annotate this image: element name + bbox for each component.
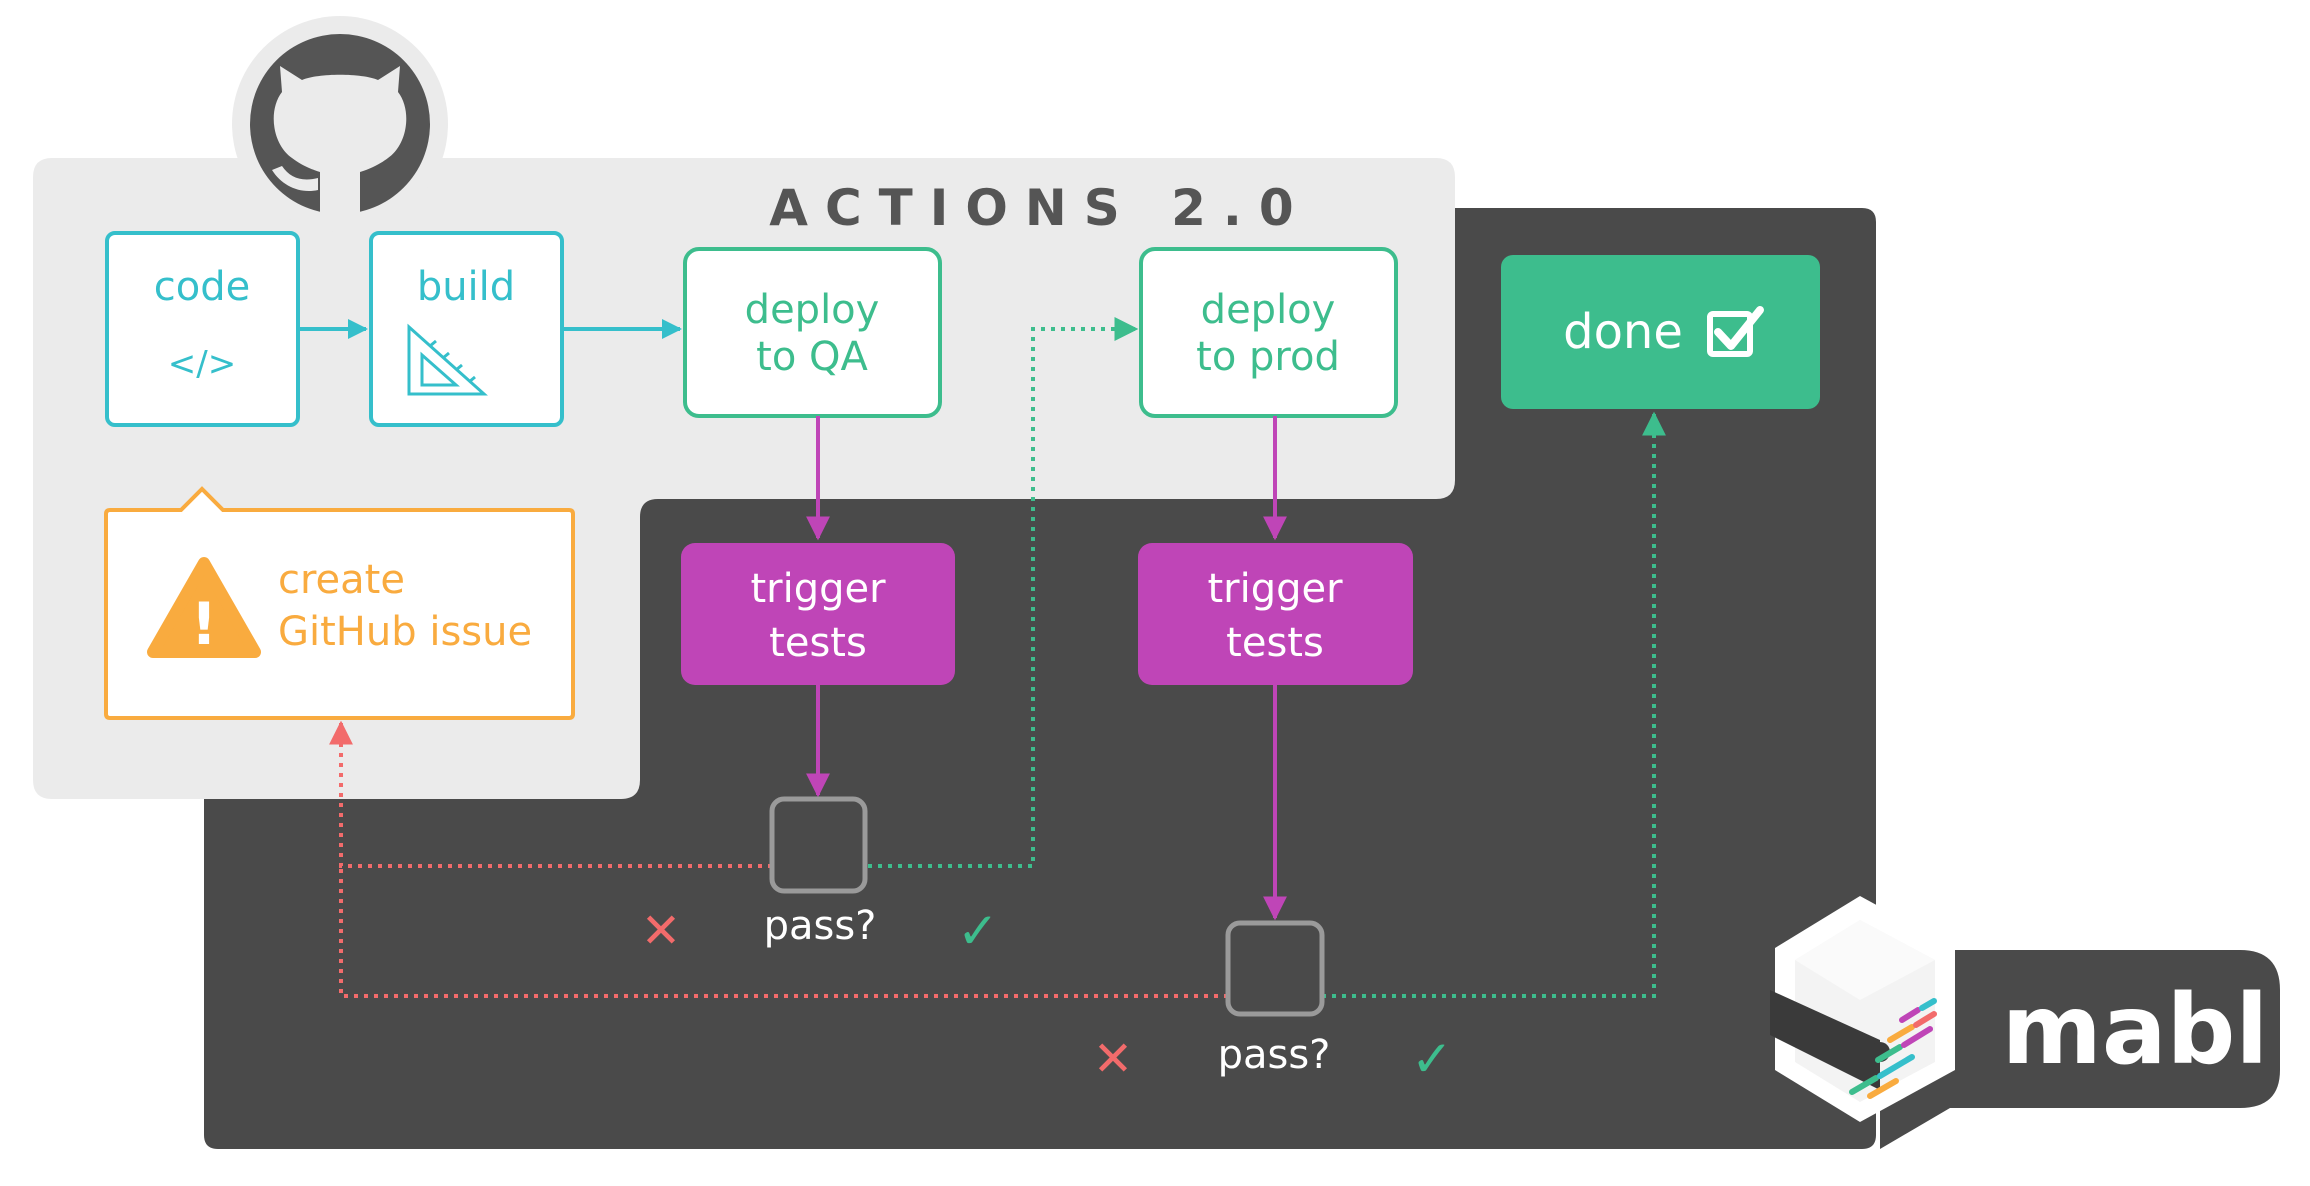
- deploy-qa-line2: to QA: [756, 334, 868, 380]
- fail-icon: ✕: [641, 903, 681, 959]
- trigger-tests-prod: trigger tests: [1138, 543, 1413, 685]
- deploy-qa-line1: deploy: [745, 287, 880, 333]
- decision-qa-label: pass?: [764, 903, 877, 949]
- flow-arrows: [298, 319, 1287, 921]
- decision-qa: pass? ✕ ✓: [641, 796, 999, 960]
- build-step-label: build: [417, 264, 515, 310]
- done-label: done: [1563, 304, 1683, 360]
- deploy-prod-line1: deploy: [1201, 287, 1336, 333]
- pass-icon: ✓: [1411, 1030, 1453, 1088]
- decision-prod-label: pass?: [1218, 1032, 1331, 1078]
- warning-icon: !: [147, 557, 261, 658]
- mabl-wordmark: mabl: [2002, 974, 2268, 1086]
- decision-prod: pass? ✕ ✓: [1093, 920, 1453, 1088]
- github-logo: [232, 16, 448, 232]
- trigger-prod-line1: trigger: [1207, 566, 1343, 612]
- done-step: done: [1501, 255, 1820, 409]
- create-issue-line2: GitHub issue: [278, 609, 532, 655]
- code-step: code </>: [105, 231, 300, 427]
- set-square-icon: [407, 323, 488, 396]
- code-icon: </>: [168, 344, 236, 384]
- build-step: build: [369, 231, 564, 427]
- trigger-qa-line1: trigger: [750, 566, 886, 612]
- decision-paths: [329, 317, 1666, 998]
- create-issue-step: ! create GitHub issue: [104, 486, 575, 720]
- deploy-qa-step: deploy to QA: [683, 247, 942, 418]
- trigger-qa-line2: tests: [769, 620, 867, 666]
- mabl-panel: [204, 208, 1876, 1149]
- deploy-prod-step: deploy to prod: [1139, 247, 1398, 418]
- checkbox-checked-icon: [1707, 306, 1764, 357]
- deploy-prod-line2: to prod: [1196, 334, 1340, 380]
- mabl-logo: mabl: [1770, 896, 2280, 1149]
- svg-text:!: !: [191, 590, 217, 658]
- trigger-tests-qa: trigger tests: [681, 543, 955, 685]
- trigger-prod-line2: tests: [1226, 620, 1324, 666]
- create-issue-line1: create: [278, 557, 405, 603]
- pass-icon: ✓: [957, 902, 999, 960]
- code-step-label: code: [154, 264, 250, 310]
- panel-title: ACTIONS 2.0: [769, 179, 1310, 237]
- fail-icon: ✕: [1093, 1031, 1133, 1087]
